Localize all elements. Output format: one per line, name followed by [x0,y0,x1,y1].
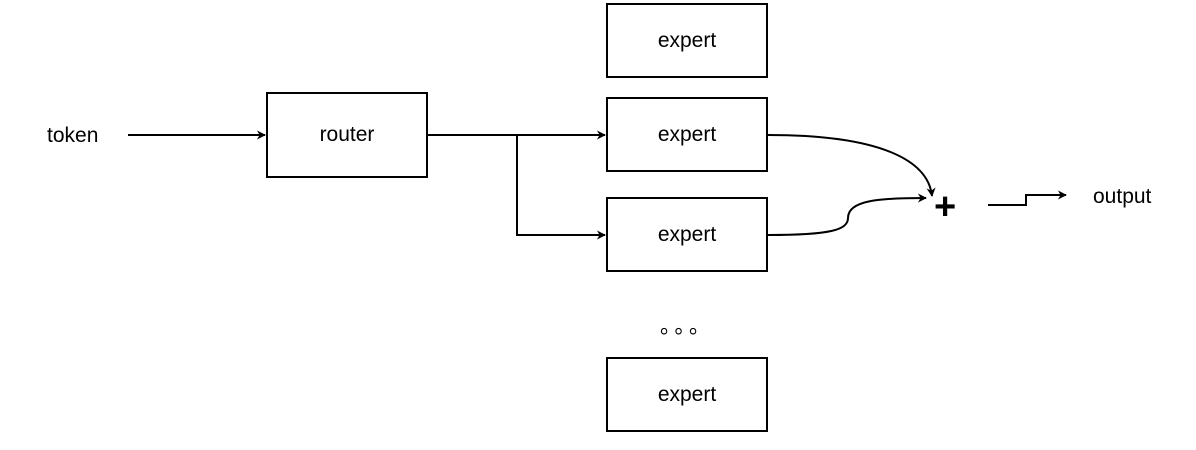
ellipsis: 。。。 [660,314,714,338]
router-box: router [266,92,428,178]
expert-label-3: expert [657,222,717,246]
arrow-sum-to-output [988,190,1067,206]
arrow-router-to-expert-3 [516,135,606,240]
expert-label-2: expert [657,122,717,146]
expert-label-4: expert [657,382,717,406]
expert-box-4: expert [606,357,768,432]
sum-symbol: + [934,186,957,228]
curve-expert-2-to-sum [767,134,936,197]
router-label: router [319,123,375,146]
expert-box-3: expert [606,197,768,272]
output-label: output [1093,185,1152,208]
token-label: token [47,124,99,147]
expert-box-1: expert [606,3,768,78]
expert-label-1: expert [657,28,717,52]
curve-expert-3-to-sum [767,193,927,236]
expert-box-2: expert [606,97,768,172]
